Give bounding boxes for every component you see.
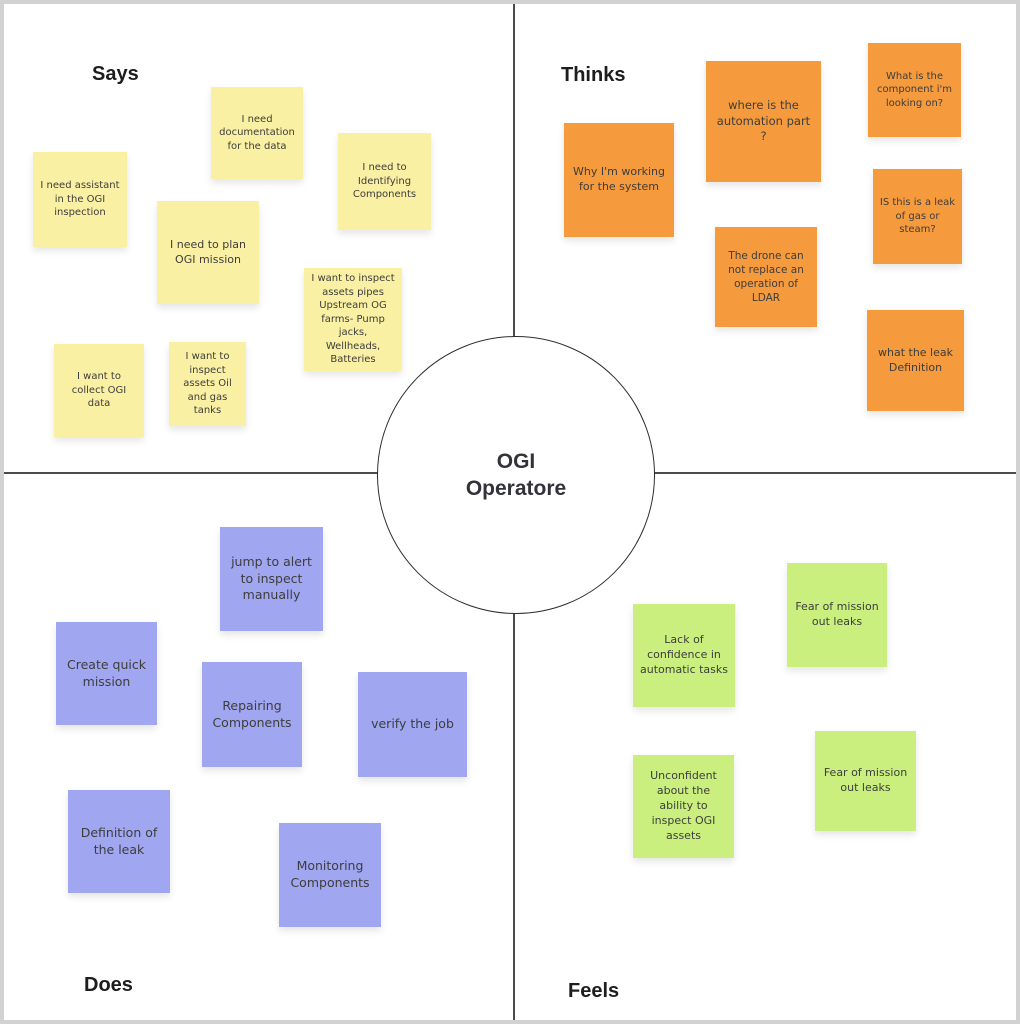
quadrant-label-says[interactable]: Says (92, 63, 139, 85)
sticky-note-text: Monitoring Components (290, 858, 370, 890)
sticky-note-text: What is the component i'm looking on? (876, 70, 953, 109)
sticky-note-text: Create quick mission (67, 656, 146, 689)
sticky-note[interactable]: where is the automation part ? (706, 61, 821, 182)
sticky-note[interactable]: I need documentation for the data (211, 87, 303, 179)
sticky-note-text: I want to inspect assets pipes Upstream … (311, 273, 395, 366)
sticky-note-text: Lack of confidence in automatic tasks (639, 633, 728, 676)
sticky-note[interactable]: I want to inspect assets pipes Upstream … (304, 268, 402, 371)
sticky-note-text: jump to alert to inspect manually (231, 553, 312, 603)
quadrant-label-thinks[interactable]: Thinks (561, 64, 626, 86)
persona-name-line2: Operatore (465, 477, 567, 500)
sticky-note-text: The drone can not replace an operation o… (728, 249, 804, 305)
sticky-note[interactable]: Monitoring Components (279, 823, 381, 927)
sticky-note[interactable]: The drone can not replace an operation o… (715, 227, 817, 327)
sticky-note[interactable]: What is the component i'm looking on? (868, 43, 961, 137)
sticky-note[interactable]: I need to Identifying Components (338, 133, 431, 230)
persona-circle[interactable]: OGI Operatore (377, 336, 655, 614)
sticky-note-text: Fear of mission out leaks (823, 766, 908, 794)
sticky-note[interactable]: verify the job (358, 672, 467, 777)
sticky-note[interactable]: Fear of mission out leaks (787, 563, 887, 667)
sticky-note-text: Unconfident about the ability to inspect… (650, 769, 717, 842)
quadrant-label-feels[interactable]: Feels (568, 980, 620, 1002)
sticky-note[interactable]: Repairing Components (202, 662, 302, 767)
sticky-note-text: what the leak Definition (877, 345, 953, 374)
quadrant-label-does[interactable]: Does (84, 974, 133, 996)
sticky-note[interactable]: I want to collect OGI data (54, 344, 144, 437)
sticky-note-text: I want to inspect assets Oil and gas tan… (183, 351, 232, 417)
sticky-note[interactable]: jump to alert to inspect manually (220, 527, 323, 631)
sticky-note-text: Definition of the leak (80, 824, 158, 857)
sticky-note-text: where is the automation part ? (716, 98, 811, 144)
sticky-note-text: I need to plan OGI mission (169, 237, 247, 266)
sticky-note[interactable]: Unconfident about the ability to inspect… (633, 755, 734, 858)
notes-layer: I need assistant in the OGI inspection I … (4, 4, 1016, 1020)
persona-name-line1: OGI (496, 449, 536, 473)
sticky-note[interactable]: Why I'm working for the system (564, 123, 674, 237)
sticky-note[interactable]: Lack of confidence in automatic tasks (633, 604, 735, 707)
sticky-note-text: Why I'm working for the system (573, 165, 665, 193)
sticky-note-text: I want to collect OGI data (71, 371, 127, 410)
sticky-note-text: I need to Identifying Components (352, 162, 417, 201)
sticky-note[interactable]: Create quick mission (56, 622, 157, 725)
sticky-note[interactable]: IS this is a leak of gas or steam? (873, 169, 962, 264)
sticky-note-text: Repairing Components (212, 697, 292, 730)
sticky-note[interactable]: I want to inspect assets Oil and gas tan… (169, 342, 246, 426)
sticky-note[interactable]: Fear of mission out leaks (815, 731, 916, 831)
sticky-note-text: I need assistant in the OGI inspection (40, 180, 120, 219)
sticky-note[interactable]: I need assistant in the OGI inspection (33, 152, 127, 247)
sticky-note[interactable]: Definition of the leak (68, 790, 170, 893)
sticky-note[interactable]: what the leak Definition (867, 310, 964, 411)
sticky-note-text: I need documentation for the data (219, 113, 295, 152)
sticky-note[interactable]: I need to plan OGI mission (157, 201, 259, 304)
sticky-note-text: Fear of mission out leaks (795, 600, 879, 628)
sticky-note-text: verify the job (371, 716, 454, 732)
sticky-note-text: IS this is a leak of gas or steam? (879, 197, 956, 236)
